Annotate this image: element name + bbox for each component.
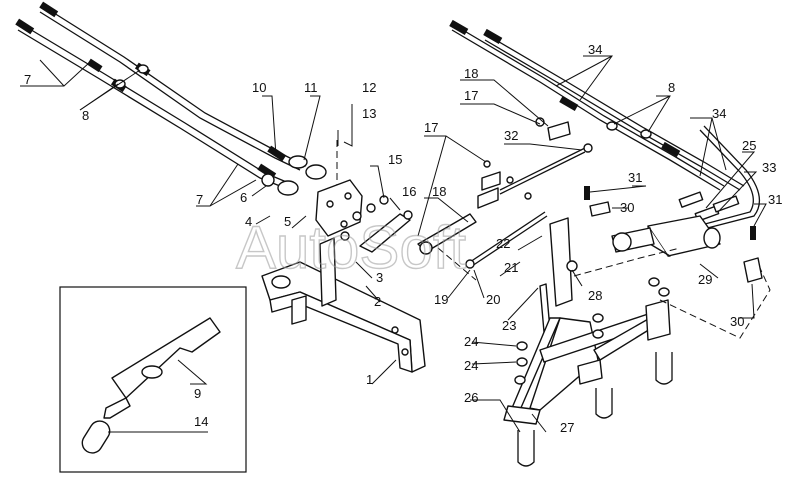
callout-17-lower: 17 xyxy=(424,120,438,135)
callout-11: 11 xyxy=(304,80,318,95)
support-stand xyxy=(503,299,671,425)
pin-lower xyxy=(743,257,763,283)
hydraulic-cylinder xyxy=(611,215,721,257)
callout-17: 17 xyxy=(464,88,478,103)
callout-3: 3 xyxy=(376,270,383,285)
nut-icon xyxy=(137,64,149,74)
inset-frame xyxy=(59,286,247,473)
callout-20: 20 xyxy=(486,292,500,307)
callout-16: 16 xyxy=(402,184,416,199)
callout-30: 30 xyxy=(620,200,634,215)
callout-25: 25 xyxy=(742,138,756,153)
u-bolts xyxy=(517,352,673,467)
small-fasteners xyxy=(340,195,389,241)
callout-7-lower: 7 xyxy=(196,192,203,207)
inset-lever xyxy=(81,317,221,454)
callout-18: 18 xyxy=(464,66,478,81)
callout-34: 34 xyxy=(588,42,602,57)
callout-15: 15 xyxy=(388,152,402,167)
callout-8: 8 xyxy=(82,108,89,123)
callout-9: 9 xyxy=(194,386,201,401)
nuts-and-washers xyxy=(514,277,670,385)
callout-27: 27 xyxy=(560,420,574,435)
callout-24-lower: 24 xyxy=(464,358,478,373)
callout-33: 33 xyxy=(762,160,776,175)
callout-5: 5 xyxy=(284,214,291,229)
callout-13: 13 xyxy=(362,106,376,121)
callout-2: 2 xyxy=(374,294,381,309)
main-frame-bracket xyxy=(261,237,426,373)
lever-arm xyxy=(359,213,411,253)
right-tie-rods xyxy=(449,19,761,233)
callout-1: 1 xyxy=(366,372,373,387)
callout-6: 6 xyxy=(240,190,247,205)
callout-19: 19 xyxy=(434,292,448,307)
callout-7: 7 xyxy=(24,72,31,87)
callout-labels: 7 8 10 11 12 13 7 6 4 5 15 16 3 2 1 9 14… xyxy=(24,42,782,435)
callout-31-right: 31 xyxy=(768,192,782,207)
leader-lines xyxy=(20,55,767,433)
callout-26: 26 xyxy=(464,390,478,405)
callout-22: 22 xyxy=(496,236,510,251)
callout-30-right: 30 xyxy=(730,314,744,329)
watermark-text: AutoSoft xyxy=(236,214,466,281)
ball-joints-left xyxy=(261,155,327,196)
callout-8-right: 8 xyxy=(668,80,675,95)
callout-10: 10 xyxy=(252,80,266,95)
callout-14: 14 xyxy=(194,414,208,429)
callout-28: 28 xyxy=(588,288,602,303)
callout-12: 12 xyxy=(362,80,376,95)
nut-icon xyxy=(640,129,652,139)
callout-29: 29 xyxy=(698,272,712,287)
callout-32: 32 xyxy=(504,128,518,143)
center-linkage xyxy=(417,117,593,333)
callout-23: 23 xyxy=(502,318,516,333)
callout-34-right: 34 xyxy=(712,106,726,121)
callout-21: 21 xyxy=(504,260,518,275)
left-tie-rods xyxy=(15,1,307,191)
callout-31: 31 xyxy=(628,170,642,185)
pin-upper xyxy=(589,201,611,217)
callout-24: 24 xyxy=(464,334,478,349)
callout-4: 4 xyxy=(245,214,252,229)
callout-18-lower: 18 xyxy=(432,184,446,199)
dashed-guides xyxy=(437,247,771,339)
